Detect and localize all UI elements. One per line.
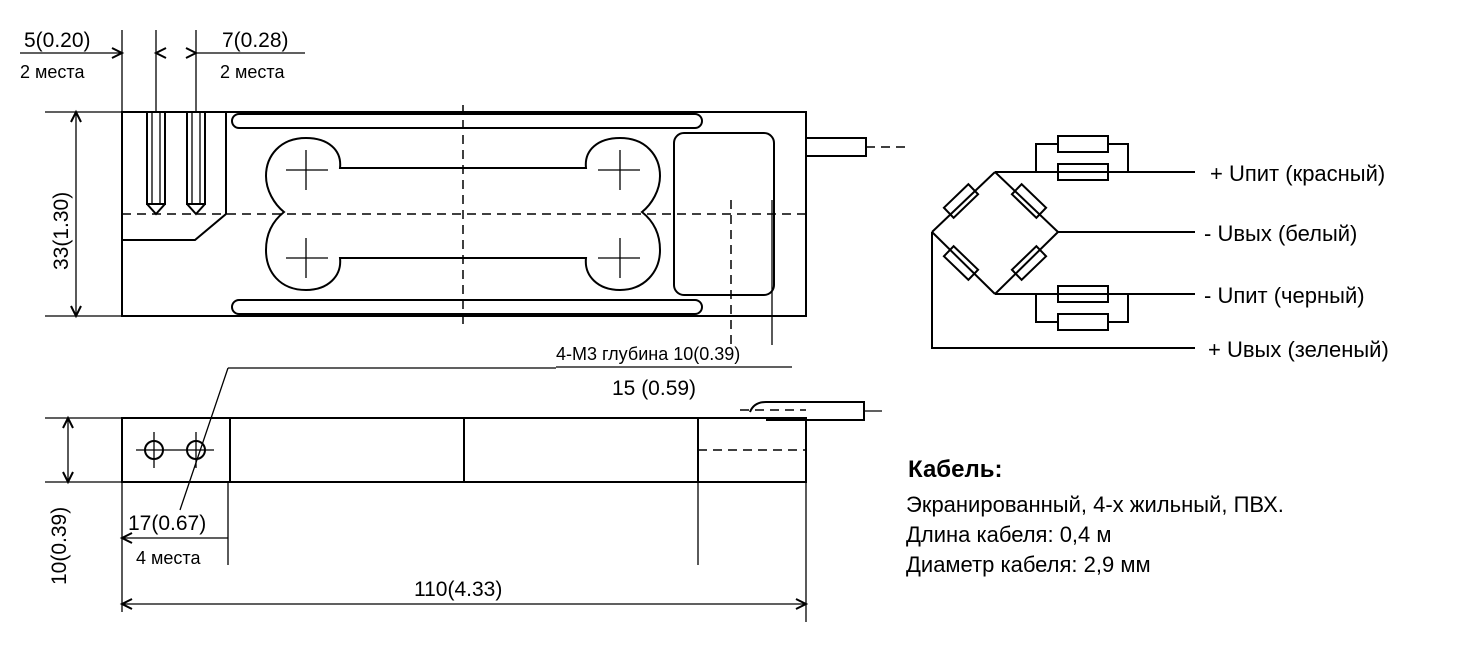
top-cable (805, 137, 867, 157)
cable-spec: Кабель: Экранированный, 4-х жильный, ПВХ… (906, 456, 1284, 577)
wire-output-plus: + Uвых (зеленый) (1208, 337, 1389, 362)
wire-supply-minus: - Uпит (черный) (1204, 283, 1365, 308)
side-dimensions: 10(0.39) 17(0.67) 4 места 110(4.33) (48, 415, 809, 622)
mount-hatch-region (121, 111, 227, 241)
dim-offset-15: 15 (0.59) (612, 377, 696, 400)
dim-height-10: 10(0.39) (48, 507, 71, 585)
bone-cutout (264, 136, 662, 292)
wiring-diagram: + Uпит (красный) - Uвых (белый) - Uпит (… (931, 135, 1389, 362)
wire-supply-plus: + Uпит (красный) (1210, 161, 1385, 186)
side-view (45, 367, 882, 565)
dim-hole-7: 7(0.28) (222, 29, 289, 52)
top-view (45, 105, 906, 345)
dim-pitch-17: 17(0.67) (128, 512, 206, 535)
cable-diameter: Диаметр кабеля: 2,9 мм (906, 552, 1151, 577)
dim-length-110: 110(4.33) (414, 578, 502, 601)
cable-type: Экранированный, 4-х жильный, ПВХ. (906, 492, 1284, 517)
dim-height-33: 33(1.30) (50, 192, 73, 270)
side-cable (749, 401, 865, 421)
wire-output-minus: - Uвых (белый) (1204, 221, 1357, 246)
cable-length: Длина кабеля: 0,4 м (906, 522, 1112, 547)
top-dimensions: 5(0.20) 2 места 7(0.28) 2 места 33(1.30)… (20, 29, 792, 400)
dim-hole-5: 5(0.20) (24, 29, 91, 52)
cable-title: Кабель: (908, 456, 1002, 483)
dim-hole-5-qty: 2 места (20, 62, 85, 82)
dim-thread-m3: 4-M3 глубина 10(0.39) (556, 344, 740, 364)
dim-hole-7-qty: 2 места (220, 62, 285, 82)
dim-pitch-17-qty: 4 места (136, 548, 201, 568)
